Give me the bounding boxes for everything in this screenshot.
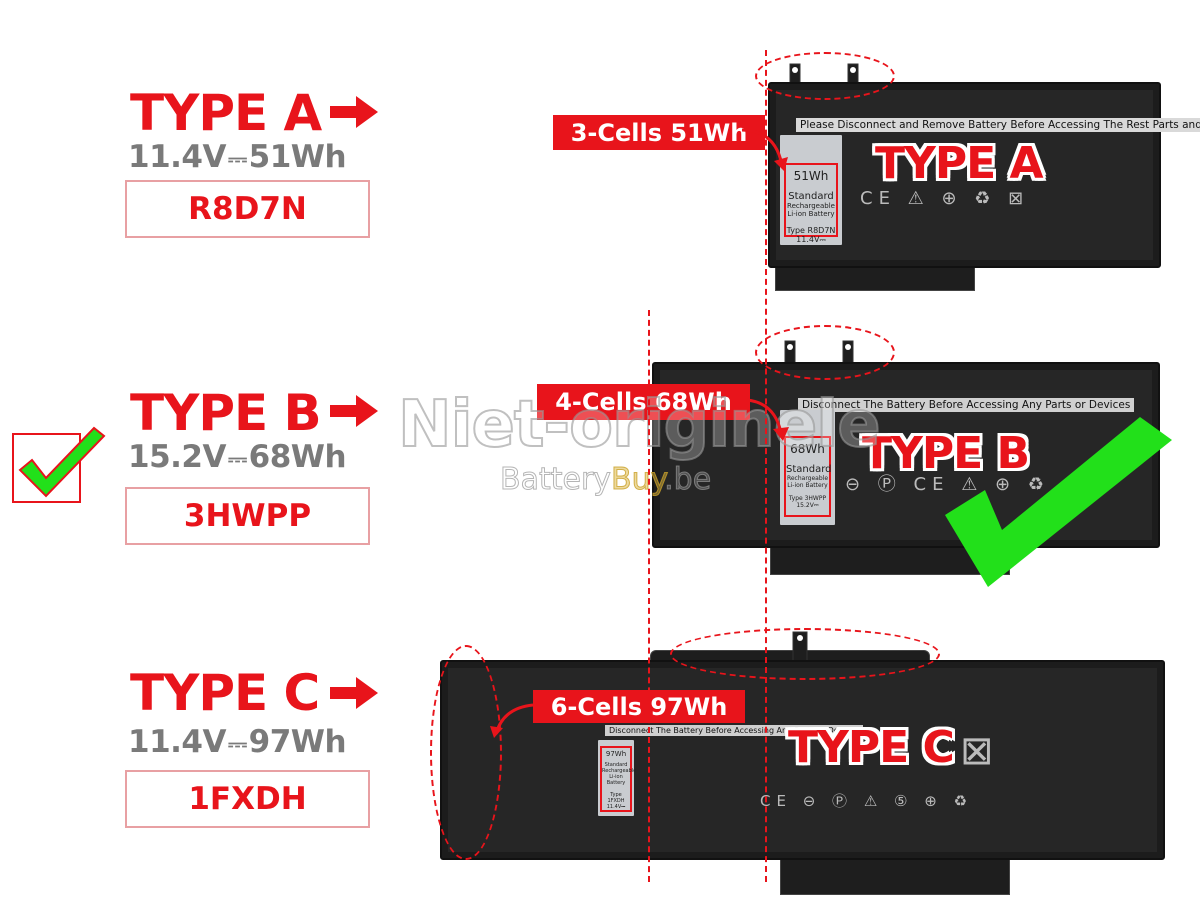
brand-highlight: Buy bbox=[611, 462, 665, 498]
certification-icons: CE ⊖ Ⓟ ⚠ ⑤ ⊕ ♻ bbox=[760, 792, 974, 810]
type-c-code: 1FXDH bbox=[125, 770, 370, 828]
type-b-title: TYPE B bbox=[130, 384, 322, 442]
sticker-line: Rechargeable bbox=[786, 475, 829, 482]
type-c-title: TYPE C bbox=[130, 664, 320, 722]
type-a-title: TYPE A bbox=[130, 84, 322, 142]
certification-icons: ⊖ Ⓟ CE ⚠ ⊕ ♻ bbox=[845, 474, 1050, 495]
guide-line bbox=[765, 50, 767, 882]
sticker-line: Li-ion Battery bbox=[606, 774, 626, 786]
sticker-line: Li-ion Battery bbox=[787, 210, 835, 218]
dc-symbol: ⎓ bbox=[227, 729, 247, 758]
mount-tabs-highlight bbox=[755, 52, 895, 100]
battery-a-sticker: 51Wh Standard Rechargeable Li-ion Batter… bbox=[780, 135, 842, 245]
sticker-type: Type 3HWPP bbox=[788, 495, 827, 502]
sticker-line: Rechargeable bbox=[787, 202, 835, 210]
battery-a-warning: Please Disconnect and Remove Battery Bef… bbox=[796, 118, 1200, 132]
type-b-spec: 15.2V⎓68Wh bbox=[128, 439, 347, 475]
large-checkmark-icon bbox=[945, 417, 1172, 587]
type-a-code: R8D7N bbox=[125, 180, 370, 238]
battery-c-sticker: 97Wh Standard Rechargeable Li-ion Batter… bbox=[598, 740, 637, 816]
sticker-line: Li-ion Battery bbox=[787, 482, 828, 489]
selected-checkbox-icon bbox=[12, 426, 106, 503]
pointer-arrow-icon bbox=[741, 128, 788, 171]
voltage: 15.2V bbox=[128, 439, 226, 475]
sticker-type: Type 1FXDH bbox=[607, 792, 625, 804]
sticker-line: Rechargeable bbox=[602, 768, 637, 774]
brand-suffix: .be bbox=[664, 462, 712, 498]
battery-b-cells-label: 4-Cells 68Wh bbox=[537, 384, 750, 420]
pointer-arrow-icon bbox=[490, 703, 534, 738]
watermark-brand: BatteryBuy.be bbox=[499, 462, 712, 498]
pointer-arrow-icon bbox=[746, 398, 789, 441]
battery-c-type-label: TYPE C bbox=[788, 722, 955, 773]
sticker-volt: 11.4V⎓ bbox=[606, 804, 626, 810]
guide-line bbox=[648, 310, 650, 882]
dc-symbol: ⎓ bbox=[227, 144, 247, 173]
battery-b-sticker: 68Wh Standard Rechargeable Li-ion Batter… bbox=[780, 410, 835, 525]
sticker-wh: 97Wh bbox=[605, 750, 627, 758]
energy: 51Wh bbox=[248, 139, 347, 175]
sticker-volt: 11.4V⎓ bbox=[796, 235, 826, 244]
type-a-spec: 11.4V⎓51Wh bbox=[128, 139, 347, 175]
voltage: 11.4V bbox=[128, 139, 226, 175]
type-c-spec: 11.4V⎓97Wh bbox=[128, 724, 347, 760]
dc-symbol: ⎓ bbox=[227, 444, 247, 473]
arrow-right-icon bbox=[330, 96, 378, 128]
arrow-right-icon bbox=[330, 677, 378, 709]
sticker-wh: 68Wh bbox=[790, 442, 825, 456]
arrow-right-icon bbox=[330, 395, 378, 427]
side-tab-highlight bbox=[430, 645, 502, 860]
sticker-line: Standard bbox=[786, 464, 832, 475]
sticker-wh: 51Wh bbox=[793, 169, 829, 183]
mount-tabs-highlight bbox=[755, 325, 895, 380]
certification-icons: CE ⚠ ⊕ ♻ ⊠ bbox=[860, 188, 1030, 209]
battery-a-type-label: TYPE A bbox=[875, 138, 1044, 189]
battery-b-type-label: TYPE B bbox=[862, 428, 1030, 479]
type-b-code: 3HWPP bbox=[125, 487, 370, 545]
battery-b-warning: Disconnect The Battery Before Accessing … bbox=[798, 398, 1135, 412]
sticker-volt: 15.2V⎓ bbox=[796, 502, 819, 509]
watermark-text: Niet-originele bbox=[397, 387, 882, 463]
voltage: 11.4V bbox=[128, 724, 226, 760]
sticker-line: Standard bbox=[604, 762, 628, 768]
top-ridge-highlight bbox=[670, 628, 940, 680]
battery-c-cells-label: 6-Cells 97Wh bbox=[533, 690, 745, 723]
recycle-bin-icon: ⊠ bbox=[960, 728, 1000, 774]
sticker-line: Standard bbox=[788, 191, 834, 202]
battery-c-warning: Disconnect The Battery Before Accessing … bbox=[605, 725, 864, 736]
brand-prefix: Battery bbox=[499, 462, 612, 498]
sticker-type: Type R8D7N bbox=[786, 226, 836, 235]
energy: 68Wh bbox=[248, 439, 347, 475]
battery-a-cells-label: 3-Cells 51Wh bbox=[553, 115, 765, 150]
energy: 97Wh bbox=[248, 724, 347, 760]
